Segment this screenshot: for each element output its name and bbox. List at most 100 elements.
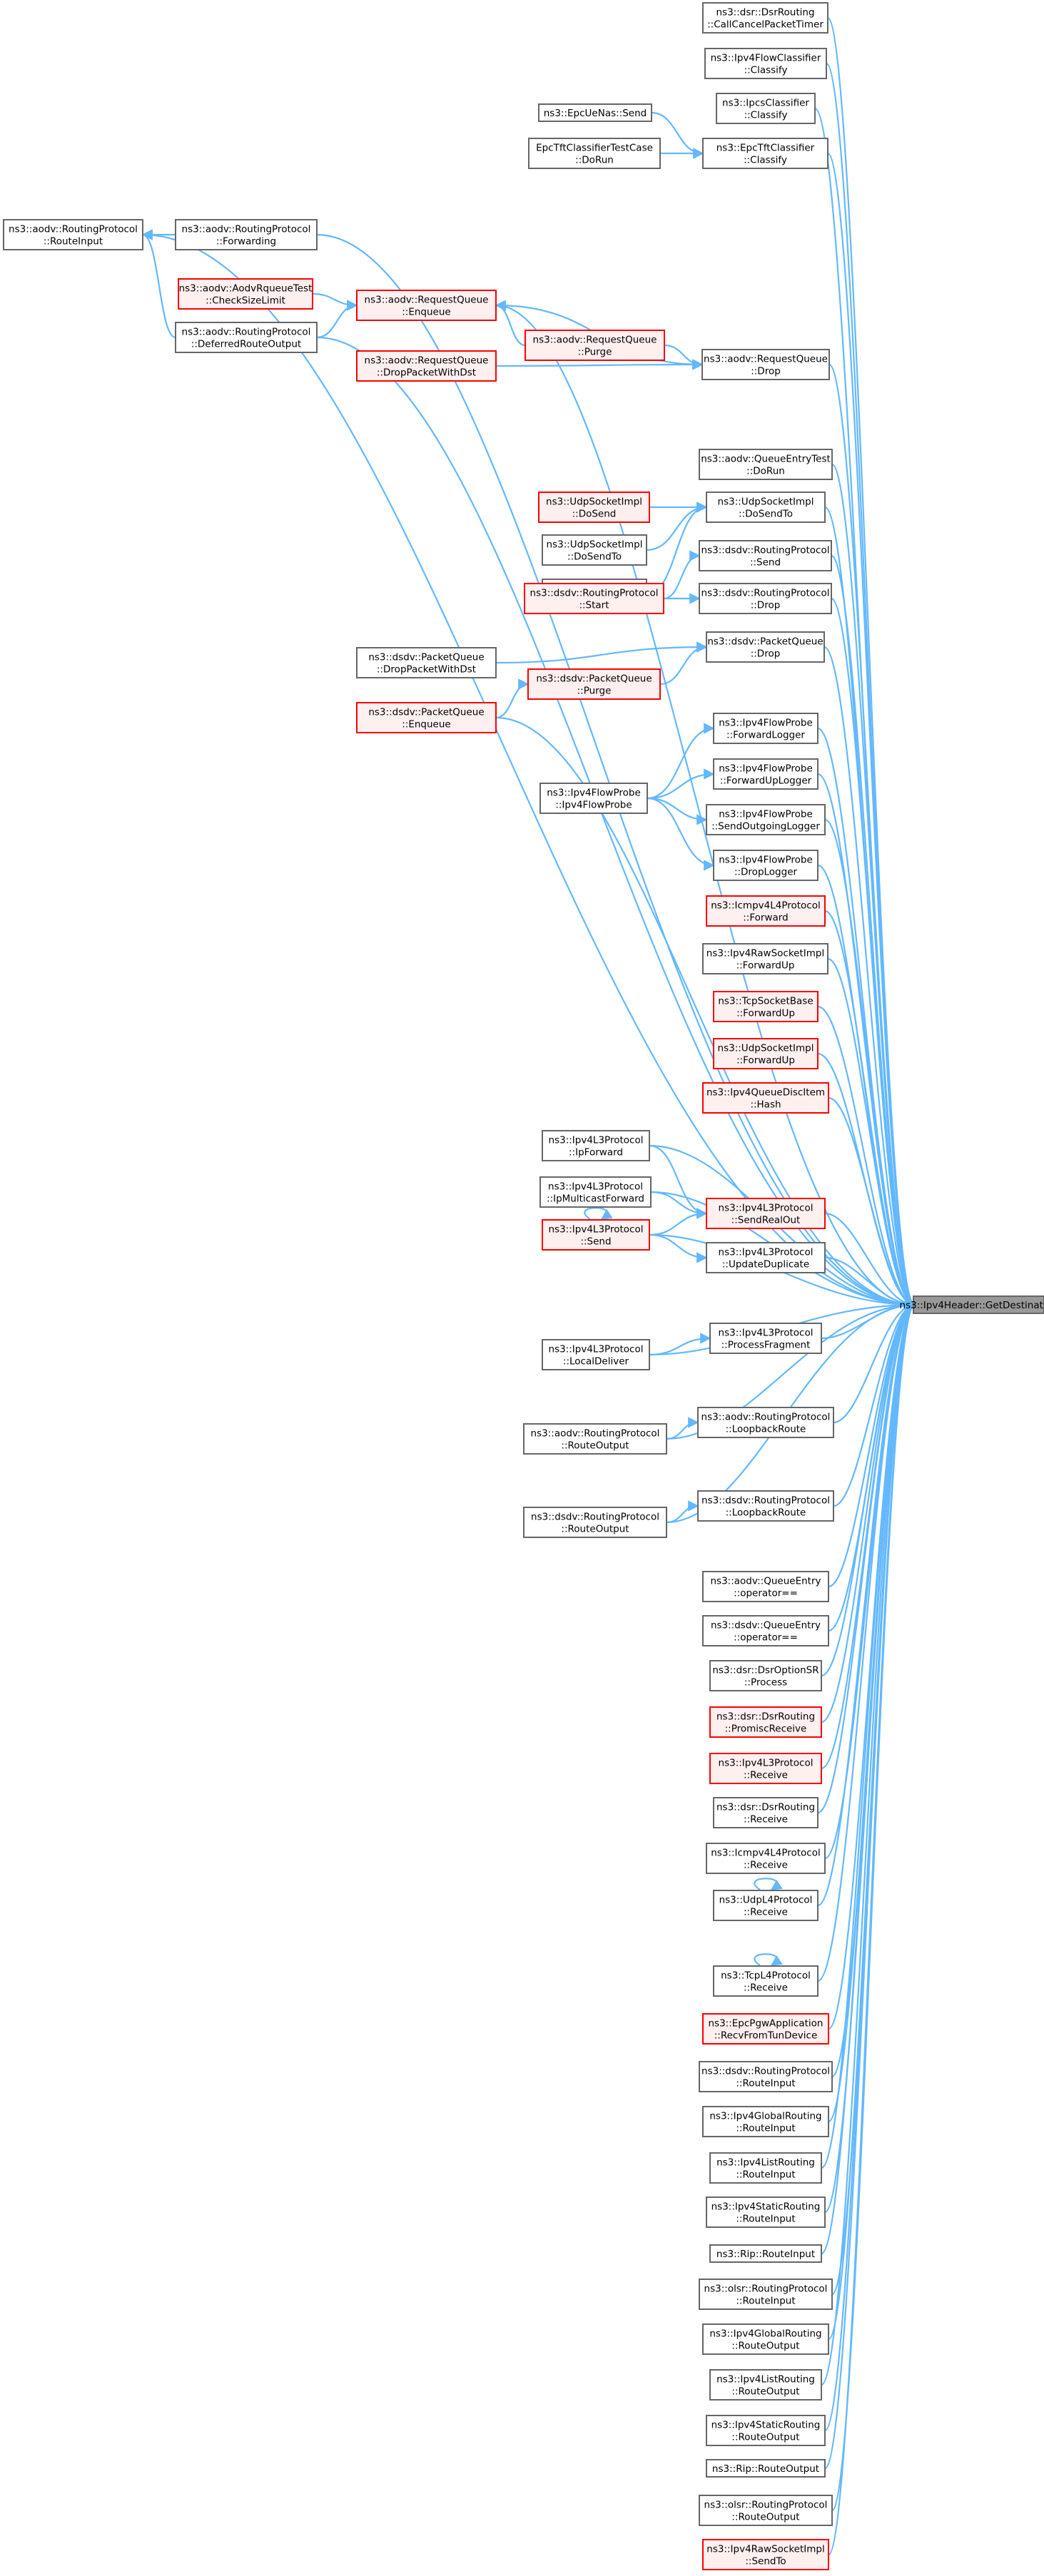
node-label: ns3::EpcPgwApplication	[709, 2018, 823, 2030]
node-label: ns3::UdpSocketImpl	[546, 497, 642, 508]
graph-node[interactable]: ns3::UdpL4Protocol::Receive	[713, 1890, 819, 1921]
call-edge	[646, 502, 708, 551]
graph-node[interactable]: ns3::aodv::AodvRqueueTest::CheckSizeLimi…	[178, 278, 313, 310]
node-box	[701, 349, 830, 380]
node-box	[706, 2196, 826, 2228]
graph-node[interactable]: ns3::dsdv::PacketQueue::DropPacketWithDs…	[356, 647, 497, 678]
graph-node[interactable]: ns3::Ipv4FlowProbe::ForwardLogger	[713, 713, 819, 744]
graph-node[interactable]: ns3::Ipv4L3Protocol::UpdateDuplicate	[706, 1242, 826, 1273]
graph-node[interactable]: ns3::Ipv4ListRouting::RouteInput	[709, 2152, 822, 2184]
graph-node[interactable]: ns3::aodv::RequestQueue::Purge	[524, 330, 665, 361]
call-edge	[495, 678, 529, 719]
graph-node[interactable]: ns3::aodv::RoutingProtocol::RouteInput	[3, 219, 143, 250]
target-node-box	[913, 1295, 1044, 1314]
graph-node[interactable]: ns3::EpcTftClassifier::Classify	[702, 138, 828, 169]
graph-node[interactable]: ns3::TcpL4Protocol::Receive	[713, 1965, 819, 1997]
graph-node[interactable]: ns3::dsdv::QueueEntry::operator==	[702, 1615, 829, 1646]
graph-node[interactable]: ns3::Ipv4L3Protocol::SendRealOut	[706, 1198, 826, 1229]
call-edge	[821, 1299, 916, 1724]
graph-node[interactable]: ns3::aodv::RequestQueue::DropPacketWithD…	[356, 350, 497, 382]
graph-node[interactable]: ns3::Icmpv4L4Protocol::Forward	[706, 895, 826, 927]
graph-node[interactable]: ns3::Ipv4L3Protocol::Send	[542, 1219, 650, 1251]
graph-node[interactable]: ns3::Ipv4FlowClassifier::Classify	[704, 48, 827, 79]
graph-node[interactable]: ns3::EpcUeNas::Send	[538, 103, 652, 122]
self-loop-edge	[754, 1953, 783, 1966]
graph-node[interactable]: ns3::Ipv4RawSocketImpl::ForwardUp	[702, 943, 828, 974]
graph-node[interactable]: ns3::dsr::DsrRouting::Receive	[713, 1797, 819, 1828]
node-label: ns3::aodv::RequestQueue	[533, 335, 657, 346]
graph-node[interactable]: ns3::UdpSocketImpl::DoSend	[538, 492, 650, 523]
call-edge	[824, 1256, 916, 1310]
graph-node[interactable]: ns3::dsr::DsrRouting::PromiscReceive	[709, 1706, 822, 1738]
graph-node[interactable]: ns3::dsdv::RoutingProtocol::RouteOutput	[523, 1507, 667, 1538]
graph-node[interactable]: ns3::aodv::RoutingProtocol::DeferredRout…	[175, 322, 318, 353]
call-edge	[828, 1299, 916, 1588]
graph-node[interactable]: ns3::olsr::RoutingProtocol::RouteInput	[699, 2279, 833, 2310]
graph-node[interactable]: ns3::Ipv4FlowProbe::Ipv4FlowProbe	[539, 783, 648, 814]
graph-node[interactable]: ns3::aodv::RoutingProtocol::Forwarding	[175, 219, 318, 250]
call-edge	[495, 716, 916, 1310]
node-box	[699, 583, 832, 614]
graph-node[interactable]: ns3::dsdv::RoutingProtocol::Start	[524, 583, 664, 614]
node-label: ns3::dsdv::RoutingProtocol	[701, 2066, 830, 2077]
node-layer: ns3::dsr::DsrRouting::CallCancelPacketTi…	[3, 2, 1044, 2570]
graph-node[interactable]: ns3::UdpSocketImpl::DoSendTo	[706, 492, 826, 523]
graph-node[interactable]: ns3::Ipv4ListRouting::RouteOutput	[709, 2369, 822, 2401]
graph-node[interactable]: ns3::Rip::RouteInput	[709, 2244, 822, 2263]
graph-node[interactable]: EpcTftClassifierTestCase::DoRun	[528, 138, 661, 169]
graph-node[interactable]: ns3::aodv::RoutingProtocol::RouteOutput	[523, 1423, 667, 1455]
graph-node[interactable]: ns3::dsr::DsrOptionSR::Process	[709, 1660, 822, 1691]
graph-node[interactable]: ns3::aodv::QueueEntry::operator==	[702, 1571, 829, 1602]
graph-node[interactable]: ns3::Rip::RouteOutput	[706, 2459, 826, 2478]
graph-node[interactable]: ns3::Ipv4L3Protocol::LocalDeliver	[542, 1339, 650, 1370]
graph-node[interactable]: ns3::dsdv::PacketQueue::Drop	[706, 631, 825, 663]
node-label: ns3::aodv::RequestQueue	[704, 354, 828, 365]
node-label: ::IpForward	[569, 1147, 623, 1159]
graph-node[interactable]: ns3::Ipv4StaticRouting::RouteOutput	[706, 2415, 826, 2446]
graph-node[interactable]: ns3::aodv::RoutingProtocol::LoopbackRout…	[697, 1407, 834, 1438]
graph-node[interactable]: ns3::dsdv::RoutingProtocol::RouteInput	[699, 2061, 833, 2092]
node-box	[709, 1753, 822, 1784]
node-box	[702, 943, 828, 974]
graph-node[interactable]: ns3::Icmpv4L4Protocol::Receive	[706, 1843, 826, 1874]
graph-node[interactable]: ns3::Ipv4FlowProbe::SendOutgoingLogger	[706, 804, 826, 835]
graph-node[interactable]: ns3::Ipv4L3Protocol::ProcessFragment	[709, 1323, 822, 1354]
graph-node[interactable]: ns3::dsdv::PacketQueue::Enqueue	[356, 702, 497, 733]
graph-node[interactable]: ns3::Ipv4L3Protocol::IpMulticastForward	[539, 1176, 652, 1208]
graph-node[interactable]: ns3::dsdv::RoutingProtocol::Send	[699, 540, 832, 571]
graph-node[interactable]: ns3::Ipv4RawSocketImpl::SendTo	[702, 2539, 829, 2570]
node-box	[706, 2415, 826, 2446]
graph-node[interactable]: ns3::dsdv::PacketQueue::Purge	[527, 668, 661, 700]
graph-node[interactable]: ns3::aodv::RequestQueue::Enqueue	[356, 290, 497, 321]
node-box	[706, 804, 826, 835]
node-label: ::Drop	[751, 600, 781, 611]
target-node[interactable]: ns3::Ipv4Header::GetDestination	[900, 1295, 1044, 1314]
node-label: ::ForwardLogger	[726, 730, 805, 741]
graph-node[interactable]: ns3::aodv::QueueEntryTest::DoRun	[699, 449, 833, 480]
graph-node[interactable]: ns3::aodv::RequestQueue::Drop	[701, 349, 830, 380]
node-label: ::Classify	[744, 65, 788, 76]
graph-node[interactable]: ns3::dsr::DsrRouting::CallCancelPacketTi…	[702, 2, 828, 34]
call-edge	[817, 727, 916, 1310]
graph-node[interactable]: ns3::Ipv4FlowProbe::ForwardUpLogger	[713, 758, 819, 790]
graph-node[interactable]: ns3::Ipv4L3Protocol::IpForward	[542, 1130, 650, 1161]
node-box	[697, 1490, 834, 1522]
graph-node[interactable]: ns3::olsr::RoutingProtocol::RouteOutput	[699, 2495, 833, 2526]
graph-node[interactable]: ns3::EpcPgwApplication::RecvFromTunDevic…	[702, 2013, 829, 2045]
node-label: ns3::dsdv::RoutingProtocol	[701, 545, 830, 556]
graph-node[interactable]: ns3::IpcsClassifier::Classify	[716, 93, 816, 124]
graph-node[interactable]: ns3::Ipv4L3Protocol::Receive	[709, 1753, 822, 1784]
graph-node[interactable]: ns3::Ipv4GlobalRouting::RouteInput	[702, 2106, 829, 2137]
graph-node[interactable]: ns3::dsdv::RoutingProtocol::LoopbackRout…	[697, 1490, 834, 1522]
graph-node[interactable]: ns3::Ipv4QueueDiscItem::Hash	[702, 1082, 829, 1114]
call-edge	[646, 502, 708, 596]
node-box	[523, 1423, 667, 1455]
graph-node[interactable]: ns3::Ipv4FlowProbe::DropLogger	[713, 850, 819, 881]
graph-node[interactable]: ns3::dsdv::RoutingProtocol::Drop	[699, 583, 832, 614]
graph-node[interactable]: ns3::UdpSocketImpl::DoSendTo	[542, 534, 647, 566]
graph-node[interactable]: ns3::Ipv4StaticRouting::RouteInput	[706, 2196, 826, 2228]
graph-node[interactable]: ns3::UdpSocketImpl::ForwardUp	[713, 1038, 819, 1069]
graph-node[interactable]: ns3::TcpSocketBase::ForwardUp	[713, 991, 819, 1022]
graph-node[interactable]: ns3::Ipv4GlobalRouting::RouteOutput	[702, 2323, 829, 2355]
